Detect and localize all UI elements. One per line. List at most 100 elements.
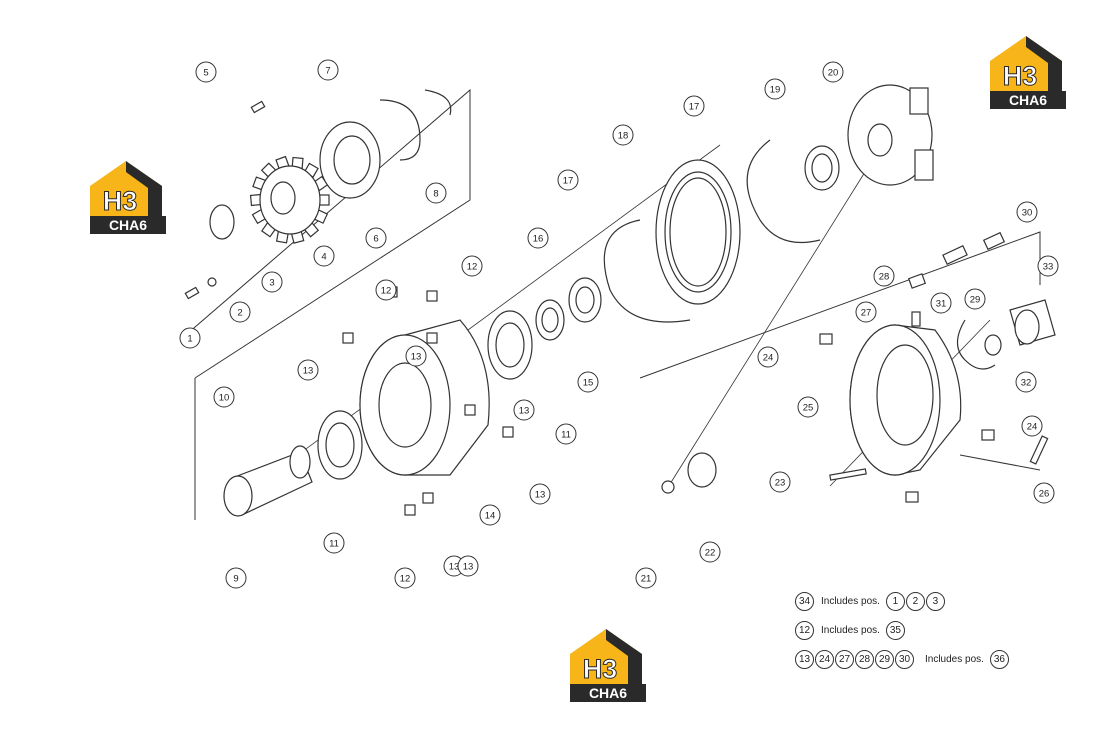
o-ring	[746, 139, 821, 244]
snap-ring	[379, 99, 421, 161]
callout-circle	[527, 227, 549, 249]
part-callout: 13	[457, 555, 479, 577]
fitting	[982, 231, 1006, 251]
part-callout: 26	[1033, 482, 1055, 504]
plug	[981, 429, 995, 441]
callout-circle	[225, 567, 247, 589]
thrust-washer-inner	[811, 153, 833, 183]
plug	[502, 426, 514, 438]
callout-circle	[964, 288, 986, 310]
note-ref-bubble: 36	[989, 650, 1009, 669]
note-text: Includes pos.	[821, 625, 880, 636]
logo-text-top: H3	[103, 186, 138, 216]
callout-label: 16	[533, 234, 544, 245]
part-callout: 22	[699, 541, 721, 563]
fitting	[911, 311, 921, 327]
callout-label: 10	[219, 393, 230, 404]
part-callout: 23	[769, 471, 791, 493]
callout-label: 29	[970, 295, 981, 306]
callout-label: 25	[803, 403, 814, 414]
callout-circle	[213, 386, 235, 408]
note-item-bubble: 24	[815, 650, 834, 669]
callout-label: 26	[1039, 489, 1050, 500]
sprocket-bore	[270, 181, 296, 215]
callout-label: 12	[381, 286, 392, 297]
callout-label: 12	[467, 262, 478, 273]
part-callout: 7	[317, 59, 339, 81]
callout-circle	[394, 567, 416, 589]
planet-gear	[914, 149, 934, 181]
logo-text-bottom: CHA6	[589, 685, 627, 701]
part-callout: 29	[964, 288, 986, 310]
brand-logo: H3 CHA6	[566, 626, 650, 704]
leader-line	[664, 139, 886, 493]
seal-ring	[984, 334, 1002, 356]
plug	[426, 332, 438, 344]
callout-circle	[261, 271, 283, 293]
note-item-bubble: 27	[835, 650, 854, 669]
callout-circle	[855, 301, 877, 323]
callout-label: 5	[203, 68, 208, 79]
callout-label: 4	[321, 252, 326, 263]
plug	[905, 491, 919, 503]
snap-ring	[424, 89, 452, 116]
callout-label: 18	[618, 131, 629, 142]
callout-circle	[683, 95, 705, 117]
part-callout: 13	[529, 483, 551, 505]
callout-circle	[612, 124, 634, 146]
part-callout: 13	[513, 399, 535, 421]
callout-label: 31	[936, 299, 947, 310]
note-row: 34 Includes pos. 1 2 3	[795, 592, 946, 611]
note-item-bubble: 29	[875, 650, 894, 669]
part-callout: 13	[405, 345, 427, 367]
callout-circle	[457, 555, 479, 577]
brand-logo: H3 CHA6	[86, 158, 170, 236]
bolt	[250, 100, 266, 114]
part-callout: 17	[557, 169, 579, 191]
part-callout: 10	[213, 386, 235, 408]
part-callout: 3	[261, 271, 283, 293]
part-callout: 4	[313, 245, 335, 267]
callout-circle	[179, 327, 201, 349]
bolt	[184, 286, 200, 300]
callout-circle	[797, 396, 819, 418]
part-callout: 12	[375, 279, 397, 301]
callout-label: 30	[1022, 208, 1033, 219]
shaft-spline	[289, 445, 311, 479]
plug	[464, 404, 476, 416]
logo-text-bottom: CHA6	[1009, 92, 1047, 108]
note-ref-bubble: 3	[925, 592, 945, 611]
callout-label: 20	[828, 68, 839, 79]
part-callout: 13	[297, 359, 319, 381]
bushing-end	[1014, 309, 1040, 345]
callout-circle	[873, 265, 895, 287]
note-text: Includes pos.	[821, 596, 880, 607]
callout-circle	[529, 483, 551, 505]
callout-label: 2	[237, 308, 242, 319]
o-ring	[956, 319, 996, 370]
callout-label: 13	[449, 562, 460, 573]
part-callout: 8	[425, 182, 447, 204]
callout-label: 28	[879, 272, 890, 283]
callout-circle	[405, 345, 427, 367]
callout-circle	[1016, 201, 1038, 223]
callout-label: 11	[329, 539, 339, 550]
callout-circle	[635, 567, 657, 589]
part-callout: 19	[764, 78, 786, 100]
bearing-inner	[495, 322, 525, 368]
callout-circle	[229, 301, 251, 323]
note-item-bubble: 30	[895, 650, 914, 669]
ring-gear-inner	[669, 177, 727, 287]
o-ring	[603, 219, 691, 323]
logo-text-top: H3	[1003, 61, 1038, 91]
callout-label: 13	[535, 490, 546, 501]
callout-label: 32	[1021, 378, 1032, 389]
callout-circle	[757, 346, 779, 368]
note-ref-bubble: 35	[885, 621, 905, 640]
part-callout: 33	[1037, 255, 1059, 277]
part-callout: 12	[461, 255, 483, 277]
callout-label: 13	[411, 352, 422, 363]
plug	[426, 290, 438, 302]
plug	[404, 504, 416, 516]
part-callout: 6	[365, 227, 387, 249]
